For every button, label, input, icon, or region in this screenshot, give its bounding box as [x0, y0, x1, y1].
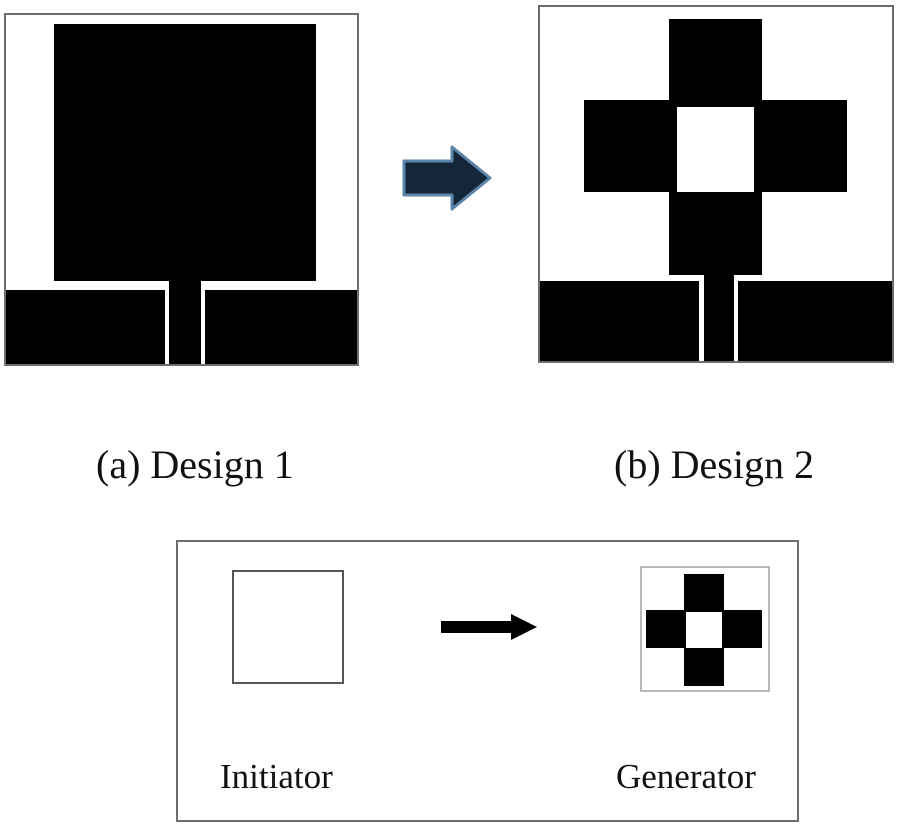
fractal-right-square	[754, 100, 847, 192]
ground-plane-left	[540, 281, 699, 361]
square-patch	[54, 24, 316, 281]
caption-design-1: (a) Design 1	[96, 442, 294, 487]
caption-design-2: (b) Design 2	[614, 442, 814, 487]
fractal-top-square	[669, 19, 762, 107]
fractal-left-square	[584, 100, 677, 192]
ground-plane-right	[205, 290, 357, 364]
generator-bottom-square	[684, 648, 724, 686]
arrow-right-icon	[402, 145, 492, 211]
fractal-bottom-square	[669, 192, 762, 275]
generator-left-square	[646, 610, 686, 648]
design-2-antenna	[538, 5, 894, 363]
initiator-label: Initiator	[220, 757, 333, 796]
generator-top-square	[684, 574, 724, 612]
generator-label: Generator	[616, 757, 756, 796]
fractal-legend-box: Initiator Generator	[176, 540, 799, 822]
design-1-antenna	[4, 13, 359, 366]
generator-right-square	[722, 610, 762, 648]
initiator-square	[232, 570, 344, 684]
ground-plane-left	[6, 290, 165, 364]
feed-line	[169, 281, 201, 364]
arrow-right-icon	[441, 614, 537, 640]
ground-plane-right	[738, 281, 892, 361]
generator-pattern	[640, 566, 770, 692]
feed-line	[704, 273, 734, 361]
